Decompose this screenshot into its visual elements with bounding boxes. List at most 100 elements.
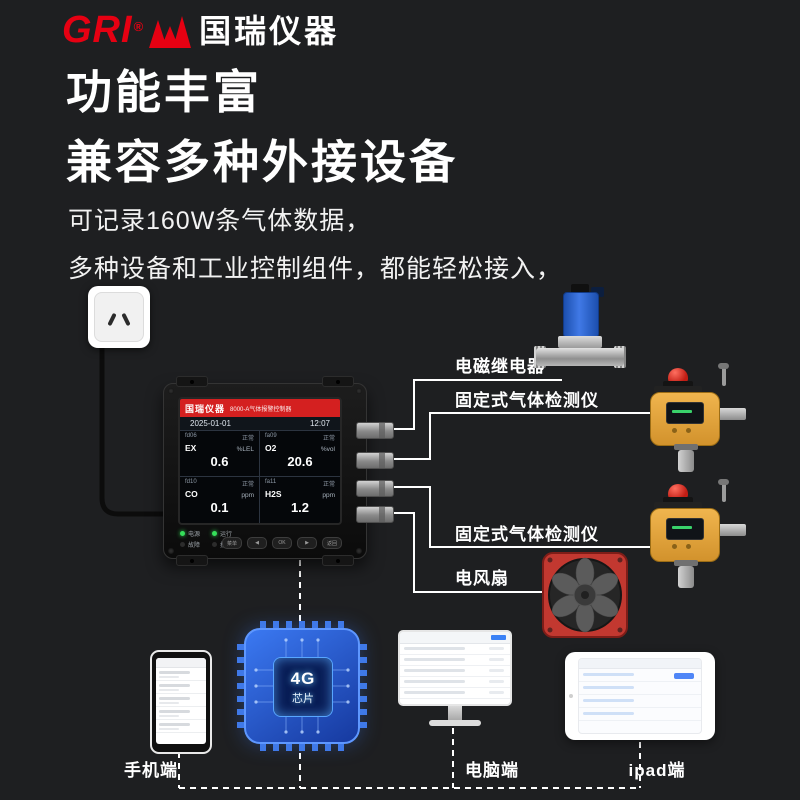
socket-slot-right	[121, 312, 131, 327]
tablet-list-item	[579, 682, 701, 695]
power-cable	[99, 341, 169, 517]
tablet	[565, 652, 715, 740]
body-text-line1: 可记录160W条气体数据，	[68, 207, 372, 235]
screen-brand: 国瑞仪器	[185, 403, 226, 414]
pc-terminal-label: 电脑端	[465, 761, 519, 780]
pulse-wave-icon	[149, 16, 192, 48]
phone-list-item	[156, 681, 206, 694]
phone-list-item	[156, 707, 206, 720]
chip-core: 4G 芯片	[273, 657, 333, 717]
tablet-list-item	[579, 669, 701, 682]
phone-list-item	[156, 668, 206, 681]
menu-button: 菜单	[222, 537, 242, 549]
channel-gas: H2S	[265, 489, 282, 499]
monitor-screen	[398, 630, 512, 706]
channel-grid: fd06 正常 EX %LEL 0.6 fa09 正常 O2	[180, 431, 340, 523]
right-button: ▶	[297, 537, 317, 549]
mounting-ear	[322, 555, 354, 566]
logo-company-name: 国瑞仪器	[199, 13, 340, 49]
channel-value: 0.6	[210, 454, 229, 469]
monitor-app-toolbar	[400, 632, 510, 644]
channel-value: 1.2	[290, 500, 310, 515]
monitor-table-row	[400, 644, 510, 655]
tablet-app-header	[579, 659, 701, 669]
antenna	[722, 482, 726, 502]
mounting-ear	[176, 555, 208, 566]
monitor-table-row	[400, 688, 510, 699]
smartphone	[150, 650, 212, 754]
phone-list-item	[156, 720, 206, 733]
led-dot	[180, 531, 185, 536]
channel-unit: ppm	[241, 492, 254, 499]
antenna-tip	[718, 363, 729, 369]
tablet-list-item	[579, 695, 701, 708]
channel-id: fd06	[185, 433, 197, 439]
detector-cap	[654, 386, 702, 393]
channel-id: fd10	[185, 479, 197, 485]
socket-face	[94, 292, 144, 342]
keypad: 菜单 ◀ OK ▶ 返回	[222, 537, 342, 549]
channel-id: fa09	[265, 433, 277, 439]
brand-logo: GRI ® 国瑞仪器	[62, 10, 339, 50]
led-dot	[212, 542, 218, 547]
sensor-head	[678, 566, 694, 588]
controller-screen: 国瑞仪器 8000-A气体报警控制器 2025-01-01 12:07 fd06…	[178, 397, 342, 525]
screen-date: 2025-01-01	[190, 419, 231, 428]
channel-status: 正常	[241, 436, 254, 442]
antenna	[722, 366, 726, 386]
screen-model: 8000-A气体报警控制器	[230, 406, 292, 413]
detector-bottom-label: 固定式气体检测仪	[455, 525, 599, 544]
sensor-ring	[674, 444, 698, 450]
sensor-ring	[674, 560, 698, 566]
solenoid-valve	[534, 284, 626, 380]
cable-gland	[356, 422, 394, 439]
headline-line2: 兼容多种外接设备	[66, 136, 458, 188]
channel-id: fa11	[265, 479, 277, 485]
screen-time: 12:07	[309, 419, 330, 428]
channel-unit: %LEL	[236, 446, 254, 453]
beacon-base	[663, 497, 693, 503]
chip-label-cn: 芯片	[292, 692, 314, 705]
monitor-base	[429, 720, 481, 726]
channel-gas: CO	[185, 489, 198, 499]
tablet-action-button	[674, 673, 694, 679]
4g-chip: 4G 芯片	[237, 621, 367, 751]
channel-gas: O2	[265, 443, 277, 453]
tablet-terminal-label: ipad端	[628, 761, 686, 780]
detector-button	[686, 428, 691, 433]
tablet-camera	[569, 694, 573, 698]
link-detector-top	[386, 412, 664, 460]
toolbar-button	[491, 635, 506, 640]
led-run: 运行	[212, 529, 232, 538]
conduit-fitting	[718, 524, 746, 536]
channel-cell: fd06 正常 EX %LEL 0.6	[180, 431, 260, 477]
detector-button	[686, 544, 691, 549]
detector-top-label: 固定式气体检测仪	[455, 391, 599, 410]
fixed-gas-detector-top	[638, 363, 748, 476]
gas-alarm-controller: 国瑞仪器 8000-A气体报警控制器 2025-01-01 12:07 fd06…	[163, 376, 367, 566]
valve-pipe	[536, 348, 624, 366]
phone-list-item	[156, 694, 206, 707]
antenna-tip	[718, 479, 729, 485]
channel-cell: fa09 正常 O2 %vol 20.6	[260, 431, 340, 477]
mounting-ear	[322, 376, 354, 387]
led-fault: 故障	[180, 540, 200, 549]
alarm-beacon	[668, 484, 688, 499]
monitor-table-row	[400, 666, 510, 677]
beacon-base	[663, 381, 693, 387]
sensor-head	[678, 450, 694, 472]
monitor-table-row	[400, 655, 510, 666]
screen-datetime-bar: 2025-01-01 12:07	[180, 417, 340, 431]
detector-button	[672, 428, 677, 433]
screw	[356, 388, 362, 394]
tablet-screen	[578, 658, 702, 734]
chip-traces	[254, 638, 350, 734]
phone-app-header	[156, 658, 206, 668]
logo-text-gri: GRI	[62, 9, 133, 51]
led-dot	[180, 542, 185, 547]
screw	[168, 388, 174, 394]
channel-status: 正常	[241, 482, 254, 488]
detector-display	[666, 518, 704, 540]
chip-pins	[260, 621, 344, 628]
